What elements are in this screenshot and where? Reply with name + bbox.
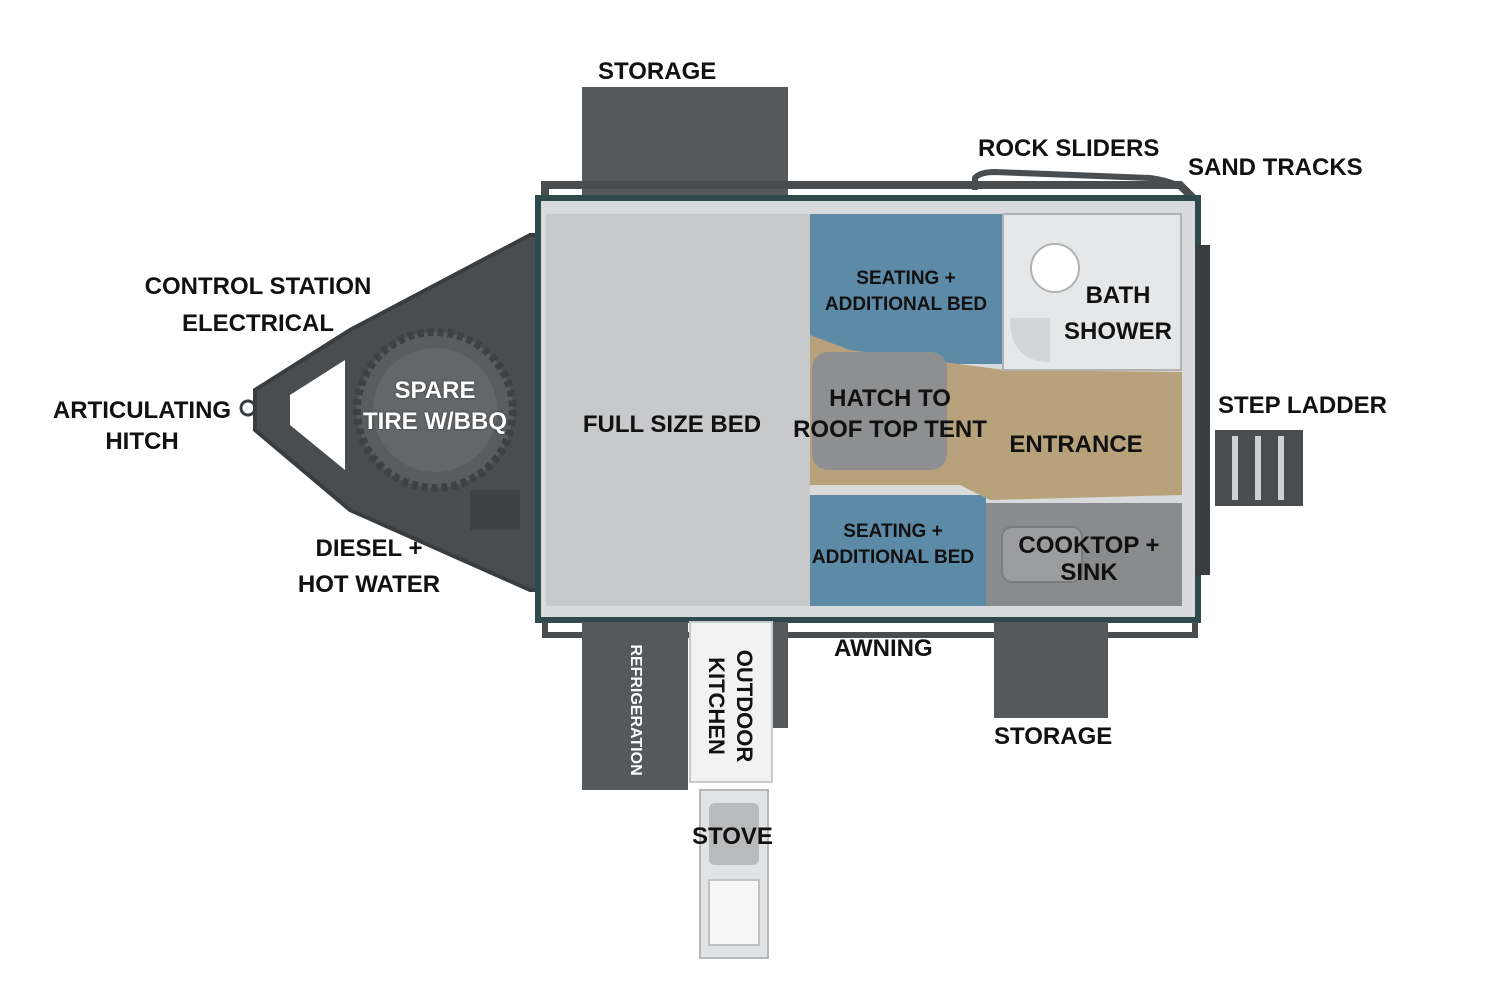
control-station-line1: CONTROL STATION [144, 273, 372, 300]
storage-box-bottom [994, 622, 1108, 718]
cooktop-line2: SINK [1060, 559, 1118, 586]
hitch-line2: HITCH [105, 428, 179, 455]
storage-box-top [582, 87, 788, 197]
label-diesel-hot-water: DIESEL + HOT WATER [292, 531, 446, 603]
hatch-line2: ROOF TOP TENT [793, 416, 987, 443]
bath-line1: BATH [1085, 282, 1151, 309]
hatch-line1: HATCH TO [829, 385, 951, 412]
label-spare-tire: SPARE TIRE W/BBQ [360, 375, 510, 437]
seating-bottom-line1: SEATING + [843, 521, 943, 542]
step-ladder [1215, 430, 1303, 506]
label-storage-top: STORAGE [598, 58, 717, 85]
diesel-line1: DIESEL + [315, 535, 423, 562]
spare-tire [353, 328, 517, 492]
bottom-rail [542, 622, 1198, 638]
hatch-area [812, 352, 947, 470]
label-cooktop-sink: COOKTOP + SINK [1010, 532, 1168, 586]
hitch-line1: ARTICULATING [52, 397, 232, 424]
label-storage-bottom: STORAGE [994, 723, 1113, 750]
seating-top-area [810, 214, 1002, 364]
label-rock-sliders: ROCK SLIDERS [978, 135, 1160, 162]
full-size-bed-area [546, 214, 810, 606]
seating-top-line1: SEATING + [856, 268, 956, 289]
seating-top-line2: ADDITIONAL BED [824, 294, 988, 315]
kitchen-line2: KITCHEN [704, 657, 729, 755]
control-station-line2: ELECTRICAL [182, 310, 334, 337]
label-full-size-bed: FULL SIZE BED [582, 411, 762, 438]
diesel-line2: HOT WATER [297, 571, 441, 598]
bath-line2: SHOWER [1064, 318, 1172, 345]
seating-bottom-area [810, 495, 986, 606]
label-awning: AWNING [834, 635, 933, 662]
refrigeration-drawer [582, 622, 688, 790]
label-step-ladder: STEP LADDER [1218, 392, 1387, 419]
label-entrance: ENTRANCE [1009, 431, 1143, 458]
kitchen-line1: OUTDOOR [732, 649, 757, 763]
cooktop-line1: COOKTOP + [1018, 532, 1160, 559]
seating-bottom-line2: ADDITIONAL BED [811, 547, 975, 568]
hitch-ring-icon [239, 399, 257, 417]
label-control-station: CONTROL STATION ELECTRICAL [142, 271, 374, 339]
label-seating-bottom: SEATING + ADDITIONAL BED [805, 519, 981, 571]
label-hatch: HATCH TO ROOF TOP TENT [790, 383, 990, 445]
label-articulating-hitch: ARTICULATING HITCH [52, 395, 232, 457]
label-sand-tracks: SAND TRACKS [1188, 154, 1363, 181]
label-stove: STOVE [692, 823, 773, 850]
label-bath-shower: BATH SHOWER [1058, 280, 1178, 347]
label-outdoor-kitchen: OUTDOOR KITCHEN [702, 641, 758, 771]
sand-tracks [1196, 245, 1210, 575]
label-refrigeration: REFRIGERATION [627, 644, 644, 776]
outdoor-kitchen-drawer [689, 621, 773, 783]
spare-line1: SPARE [394, 377, 476, 404]
label-seating-top: SEATING + ADDITIONAL BED [815, 266, 997, 318]
spare-line2: TIRE W/BBQ [363, 408, 507, 435]
